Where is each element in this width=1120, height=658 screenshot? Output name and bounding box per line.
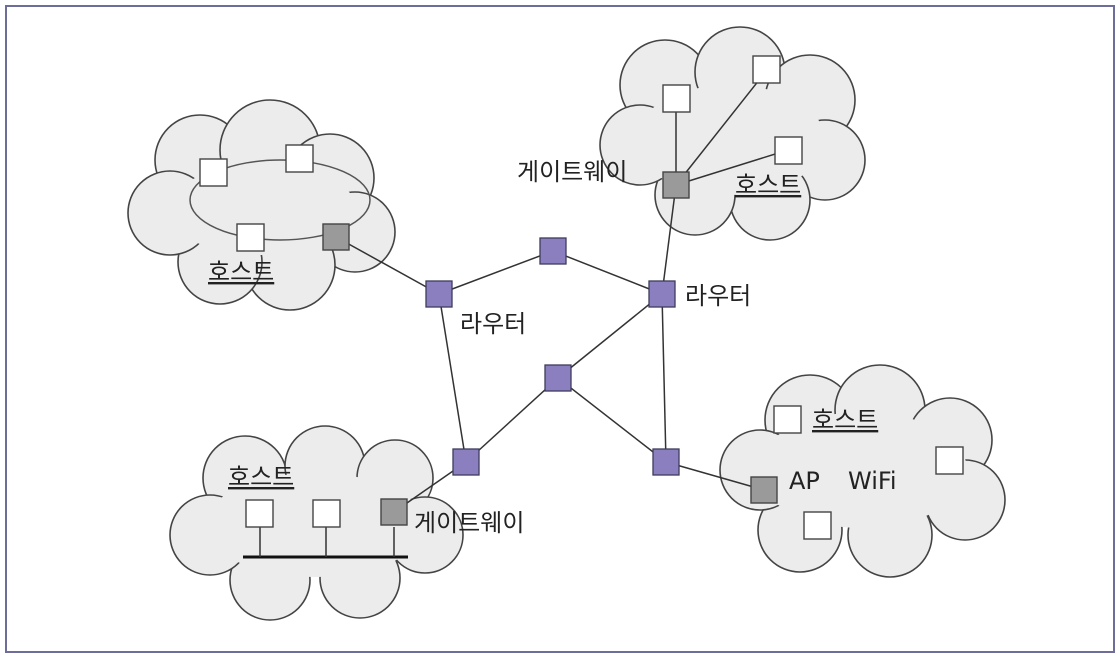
host-node: [803, 511, 832, 540]
host-node: [662, 84, 691, 113]
access-point-node: [750, 476, 778, 504]
host-node: [312, 499, 341, 528]
routers: [425, 237, 680, 476]
host-label-top-right: 호스트: [735, 171, 801, 199]
host-node: [752, 55, 781, 84]
host-node: [935, 446, 964, 475]
gateway-label-top-right: 게이트웨이: [517, 158, 627, 186]
network-cloud-top-left: [127, 99, 396, 311]
host-node: [285, 144, 314, 173]
ap-label: AP: [789, 467, 820, 495]
host-node: [245, 499, 274, 528]
network-cloud-bottom-right: [719, 364, 1006, 578]
router-label-right: 라우터: [685, 282, 751, 310]
router-node: [652, 448, 680, 476]
router-label-left: 라우터: [460, 310, 526, 338]
network-cloud-bottom-left: [169, 425, 464, 621]
router-node: [648, 280, 676, 308]
router-node: [452, 448, 480, 476]
host-node: [774, 136, 803, 165]
host-node: [236, 223, 265, 252]
diagram-frame: [5, 5, 1115, 653]
router-links: [438, 250, 667, 463]
gateway-node: [662, 171, 690, 199]
router-node: [539, 237, 567, 265]
host-label-bottom-right: 호스트: [812, 406, 878, 434]
gateway-node: [380, 498, 408, 526]
host-label-top-left: 호스트: [208, 258, 274, 286]
host-node: [773, 405, 802, 434]
router-node: [544, 364, 572, 392]
host-node: [199, 158, 228, 187]
gateway-node: [322, 223, 350, 251]
router-node: [425, 280, 453, 308]
wifi-label: WiFi: [848, 467, 897, 495]
bus-network: [243, 527, 408, 559]
gateway-label-bottom-left: 게이트웨이: [414, 509, 524, 537]
host-label-bottom-left: 호스트: [228, 463, 294, 491]
ring-network: [189, 159, 371, 241]
hosts: [199, 55, 964, 540]
gateways: [322, 171, 778, 526]
